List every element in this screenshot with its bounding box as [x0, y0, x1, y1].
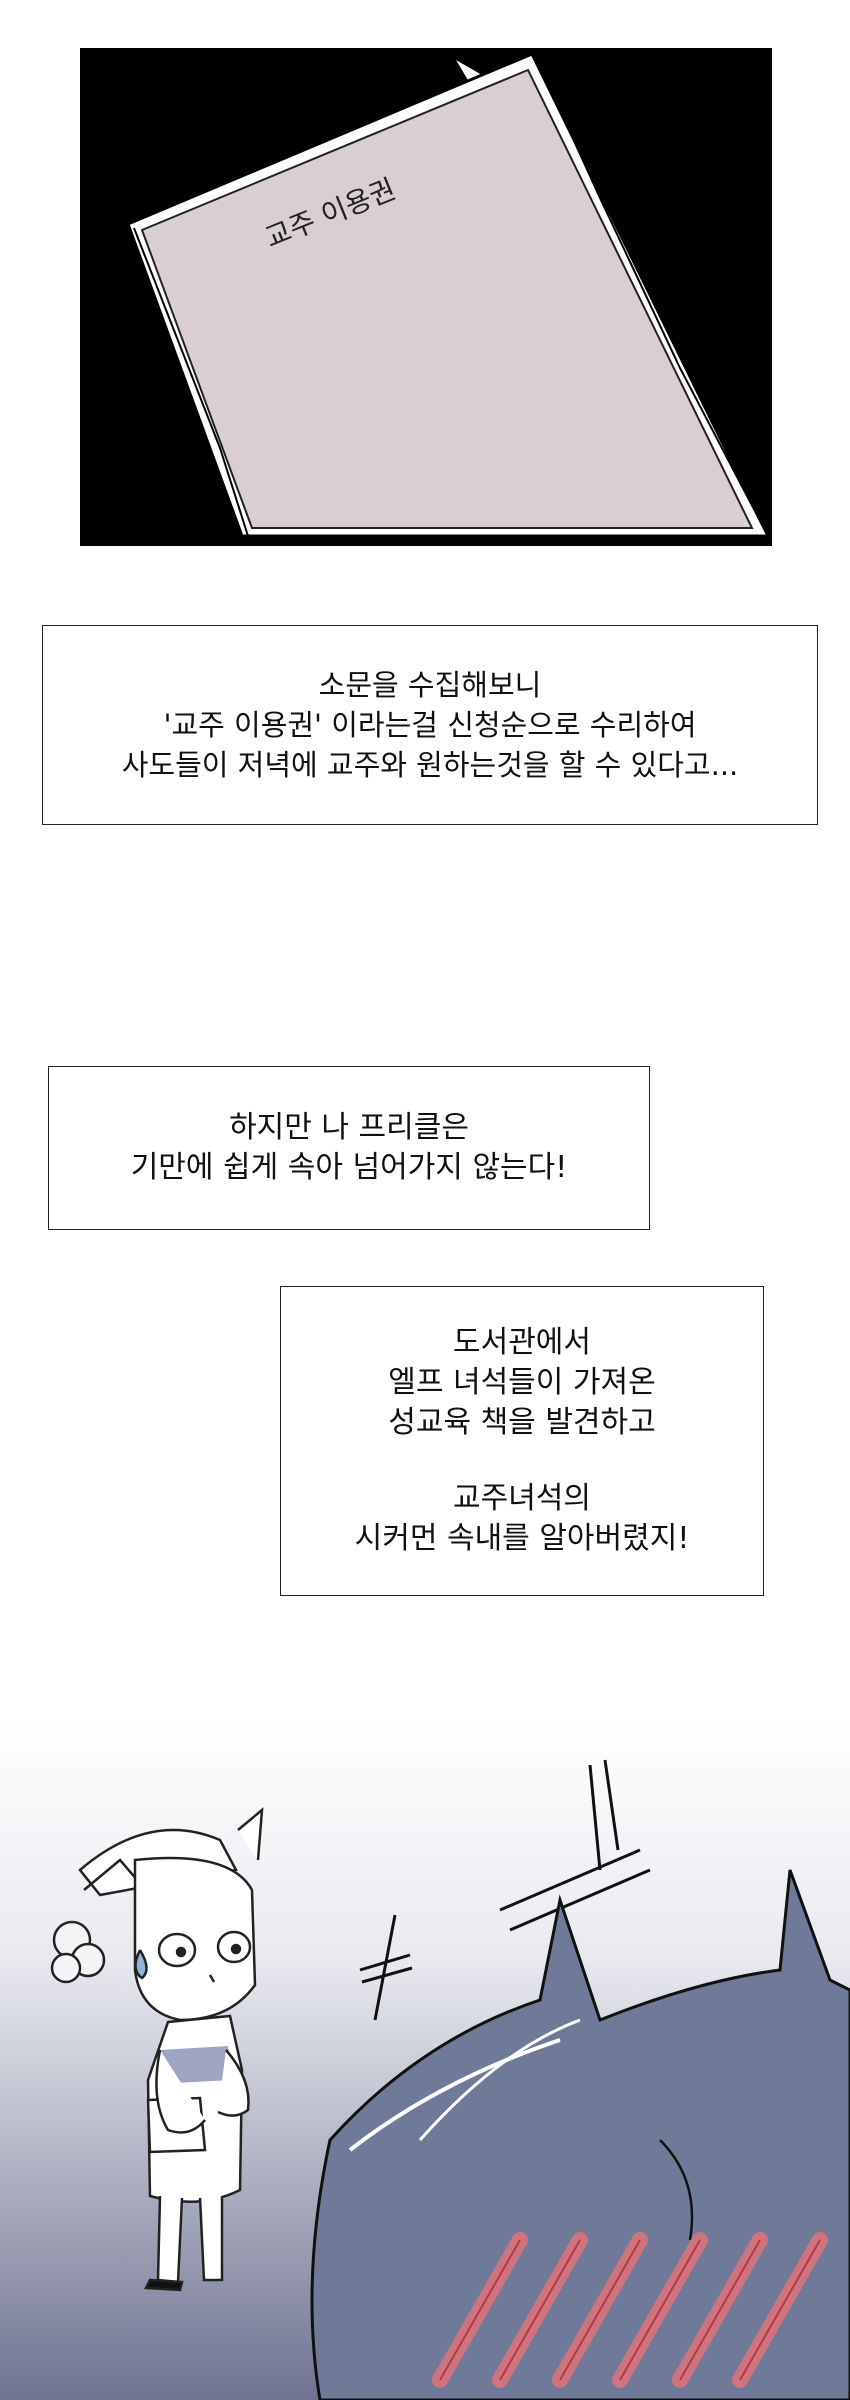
caption-line: '교주 이용권' 이라는걸 신청순으로 수리하여: [163, 708, 697, 742]
ticket-panel: 교주 이용권: [80, 48, 772, 546]
scribble-mark-icon: [359, 1759, 651, 2021]
scene-illustration: [50, 1759, 850, 2400]
caption-line: 엘프 녀석들이 가져온: [388, 1365, 656, 1400]
bottom-scene: [0, 1720, 850, 2400]
caption-line: 도서관에서: [453, 1325, 591, 1360]
caption-line: 하지만 나 프리클은: [229, 1110, 469, 1145]
caption-line: 시커먼 속내를 알아버렸지!: [354, 1521, 690, 1556]
caption-line: 소문을 수집해보니: [318, 668, 542, 702]
character-figure: [50, 1807, 264, 2292]
caption-line: 교주녀석의: [453, 1481, 591, 1516]
blanket-lump: [310, 1869, 850, 2400]
caption-rumor: 소문을 수집해보니 '교주 이용권' 이라는걸 신청순으로 수리하여 사도들이 …: [42, 625, 818, 825]
caption-line: 사도들이 저녁에 교주와 원하는것을 할 수 있다고...: [121, 748, 739, 782]
ticket-illustration: 교주 이용권: [126, 51, 771, 538]
caption-line: 기만에 쉽게 속아 넘어가지 않는다!: [130, 1150, 568, 1185]
caption-line: 성교육 책을 발견하고: [388, 1405, 656, 1440]
paper-sheet: [140, 68, 754, 529]
caption-library: 도서관에서 엘프 녀석들이 가져온 성교육 책을 발견하고 교주녀석의 시커먼 …: [280, 1286, 764, 1596]
caption-not-fooled: 하지만 나 프리클은 기만에 쉽게 속아 넘어가지 않는다!: [48, 1066, 650, 1230]
